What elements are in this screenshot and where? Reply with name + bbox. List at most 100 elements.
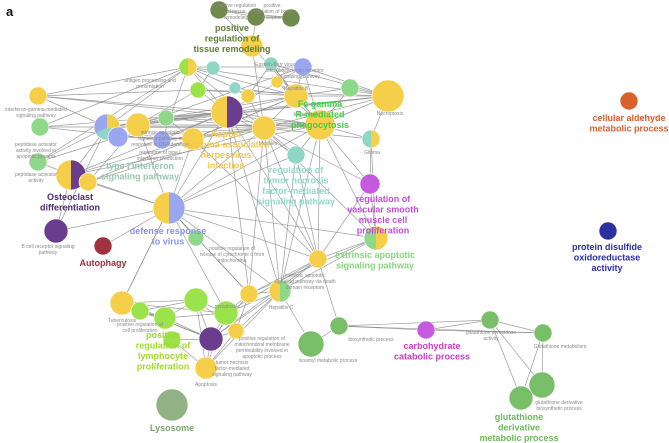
term-label-line: antigen processing and [124, 78, 176, 84]
node-circle [359, 173, 381, 195]
network-node [251, 115, 277, 141]
network-node [194, 356, 218, 380]
node-circle [43, 218, 69, 244]
term-label-line: glutathione peroxidase [466, 330, 517, 336]
term-label-line: signaling pathway [16, 113, 56, 119]
cluster-label-autophagy: Autophagy [80, 258, 127, 268]
term-label-line: signaling pathway via death [274, 279, 336, 285]
network-edge [37, 66, 189, 97]
term-label-line: permeability involved in [236, 348, 288, 354]
term-label-line: signaling pathway [212, 372, 252, 378]
cluster-label-line: oxidoreductase [574, 253, 641, 263]
term-label-line: extrinsic apoptotic [285, 273, 326, 279]
panel-label: a [6, 4, 14, 19]
node-circle [130, 301, 150, 321]
network-node [155, 388, 189, 422]
network-node [28, 152, 48, 172]
cluster-label-line: Autophagy [80, 258, 127, 268]
network-edge [106, 66, 189, 128]
network-edge [192, 95, 297, 140]
cluster-label-line: defense response [130, 226, 207, 236]
cluster-label-line: proliferation [137, 362, 190, 372]
network-node [152, 130, 172, 150]
network-edge [279, 124, 321, 292]
network-node [153, 306, 177, 330]
term-label-line: interferon production [137, 156, 183, 162]
network-node [30, 117, 50, 137]
network-node [228, 81, 242, 95]
network-edge [168, 207, 250, 295]
term-label-line: positive regulation of [117, 322, 163, 328]
node-circle [619, 91, 639, 111]
network-edge [489, 319, 522, 399]
cluster-label-line: Osteoclast [47, 192, 93, 202]
cluster-label-line: regulation of [356, 194, 411, 204]
network-edge [137, 95, 389, 126]
network-node [293, 57, 313, 77]
cluster-label-line: tissue remodeling [193, 44, 270, 54]
node-circle [194, 356, 218, 380]
term-label-line: mitochondrial membrane [234, 342, 289, 348]
cluster-label-line: Kaposi [211, 129, 241, 139]
term-label-line: of tissue [227, 9, 246, 15]
cluster-label-line: herpesvirus [200, 150, 251, 160]
term-label-line: factor-mediated [215, 366, 250, 372]
term-label-line: regulation of type I [139, 150, 180, 156]
node-circle [340, 78, 360, 98]
term-label-line: positive regulation [216, 3, 257, 9]
network-node [178, 57, 198, 77]
network-edge [295, 154, 319, 260]
node-circle [598, 221, 618, 241]
node-circle [304, 109, 336, 141]
node-circle [246, 7, 266, 27]
cluster-label-line: signaling pathway [257, 197, 335, 207]
term-label-line: domain receptors [286, 285, 325, 291]
network-edge [210, 258, 319, 340]
network-node [528, 371, 556, 399]
node-circle [181, 127, 205, 151]
network-node [359, 173, 381, 195]
term-label-line: tumor necrosis [216, 360, 249, 366]
cluster-label-line: phagocytosis [291, 120, 349, 130]
network-edge [263, 127, 319, 260]
network-node [268, 279, 292, 303]
network-node [107, 126, 129, 148]
network-edge [121, 207, 170, 304]
cluster-label-line: Fc gamma [298, 99, 344, 109]
cluster-label-line: protein disulfide [572, 242, 642, 252]
network-node [28, 86, 48, 106]
network-node [283, 83, 309, 109]
network-edge [168, 124, 321, 209]
term-label-line: activity [28, 178, 44, 184]
node-circle [152, 130, 172, 150]
node-circle [308, 249, 328, 269]
node-circle [205, 60, 221, 76]
term-label-glioma-term: Glioma [364, 150, 380, 156]
node-circle [187, 229, 205, 247]
network-edge [161, 66, 189, 141]
term-label-line: apoptotic process [242, 354, 282, 360]
node-circle [283, 83, 309, 109]
network-node [416, 320, 436, 340]
node-circle [508, 385, 534, 411]
network-node [181, 127, 205, 151]
term-label-line: mitochondria [218, 258, 247, 264]
node-circle [416, 320, 436, 340]
network-node [109, 290, 135, 316]
node-circle [329, 316, 349, 336]
network-edge [168, 154, 297, 209]
network-edge [70, 111, 228, 176]
